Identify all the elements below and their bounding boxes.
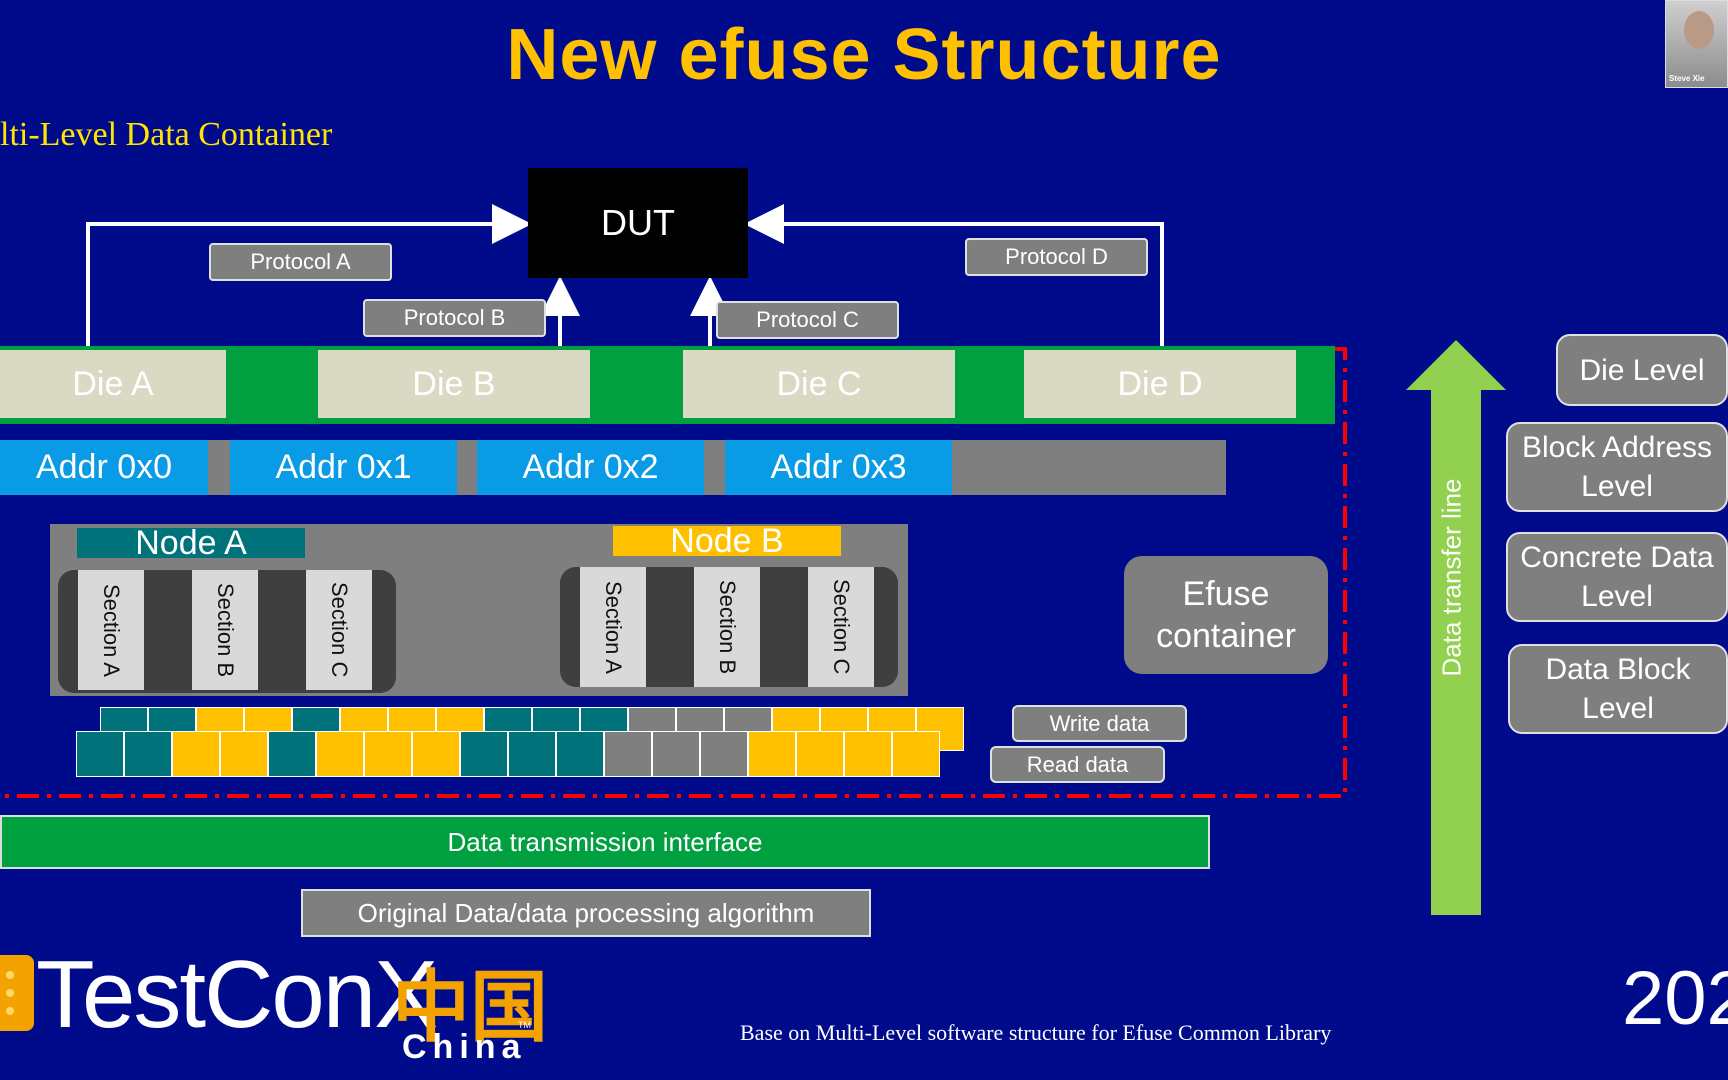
die-d: Die D bbox=[1024, 350, 1296, 418]
level-data-block: Data Block Level bbox=[1508, 644, 1728, 734]
logo-china: China bbox=[402, 1028, 527, 1066]
data-cell bbox=[364, 731, 412, 777]
protocol-a-connector bbox=[86, 204, 532, 348]
write-data-label: Write data bbox=[1012, 705, 1187, 742]
data-transmission-interface: Data transmission interface bbox=[0, 815, 1210, 869]
data-cell bbox=[76, 731, 124, 777]
node-a-label: Node A bbox=[77, 524, 305, 562]
efuse-container-box: Efuse container bbox=[1124, 556, 1328, 674]
data-cell bbox=[316, 731, 364, 777]
original-data-box: Original Data/data processing algorithm bbox=[301, 889, 871, 937]
data-cell bbox=[748, 731, 796, 777]
protocol-d-connector bbox=[744, 204, 1164, 348]
data-cell bbox=[172, 731, 220, 777]
addr-0x0: Addr 0x0 bbox=[0, 440, 208, 495]
presenter-name: Steve Xie bbox=[1669, 74, 1705, 83]
node-a-section-c: Section C bbox=[306, 570, 372, 690]
data-cell bbox=[460, 731, 508, 777]
node-a-section-b: Section B bbox=[192, 570, 258, 690]
data-cell bbox=[556, 731, 604, 777]
slide-subtitle: lti-Level Data Container bbox=[0, 116, 333, 153]
level-concrete-data: Concrete Data Level bbox=[1506, 532, 1728, 622]
data-cell bbox=[652, 731, 700, 777]
slide-title: New efuse Structure bbox=[506, 15, 1222, 95]
data-cell bbox=[412, 731, 460, 777]
data-cell bbox=[796, 731, 844, 777]
data-transfer-arrow bbox=[1406, 340, 1506, 915]
logo-tm: TM bbox=[518, 1020, 531, 1030]
read-data-strip bbox=[76, 731, 942, 777]
slide-footer: Base on Multi-Level software structure f… bbox=[740, 1020, 1332, 1045]
die-c: Die C bbox=[683, 350, 955, 418]
protocol-c-label: Protocol C bbox=[716, 301, 899, 339]
dut-box: DUT bbox=[528, 168, 748, 278]
die-a: Die A bbox=[0, 350, 226, 418]
data-cell bbox=[508, 731, 556, 777]
data-cell bbox=[892, 731, 940, 777]
data-cell bbox=[604, 731, 652, 777]
data-cell bbox=[700, 731, 748, 777]
logo-cn: 中国 bbox=[392, 963, 549, 1051]
addr-0x1: Addr 0x1 bbox=[230, 440, 457, 495]
addr-0x2: Addr 0x2 bbox=[477, 440, 704, 495]
die-b: Die B bbox=[318, 350, 590, 418]
level-die: Die Level bbox=[1556, 334, 1728, 406]
node-b-section-b: Section B bbox=[694, 567, 760, 687]
node-a-section-a: Section A bbox=[78, 570, 144, 690]
protocol-a-label: Protocol A bbox=[209, 243, 392, 281]
logo-brand: TestConX bbox=[36, 941, 438, 1048]
node-b-section-a: Section A bbox=[580, 567, 646, 687]
data-cell bbox=[844, 731, 892, 777]
node-b-label: Node B bbox=[613, 522, 841, 560]
protocol-d-label: Protocol D bbox=[965, 238, 1148, 276]
data-cell bbox=[220, 731, 268, 777]
presenter-avatar bbox=[1684, 11, 1714, 49]
data-cell bbox=[124, 731, 172, 777]
testconx-logo-icon bbox=[0, 955, 34, 1031]
webcam-thumbnail[interactable]: Steve Xie bbox=[1665, 0, 1728, 88]
level-block-address: Block Address Level bbox=[1506, 422, 1728, 512]
protocol-b-label: Protocol B bbox=[363, 299, 546, 337]
slide-year: 202 bbox=[1622, 956, 1728, 1041]
data-cell bbox=[268, 731, 316, 777]
addr-0x3: Addr 0x3 bbox=[725, 440, 952, 495]
read-data-label: Read data bbox=[990, 746, 1165, 783]
node-b-section-c: Section C bbox=[808, 567, 874, 687]
